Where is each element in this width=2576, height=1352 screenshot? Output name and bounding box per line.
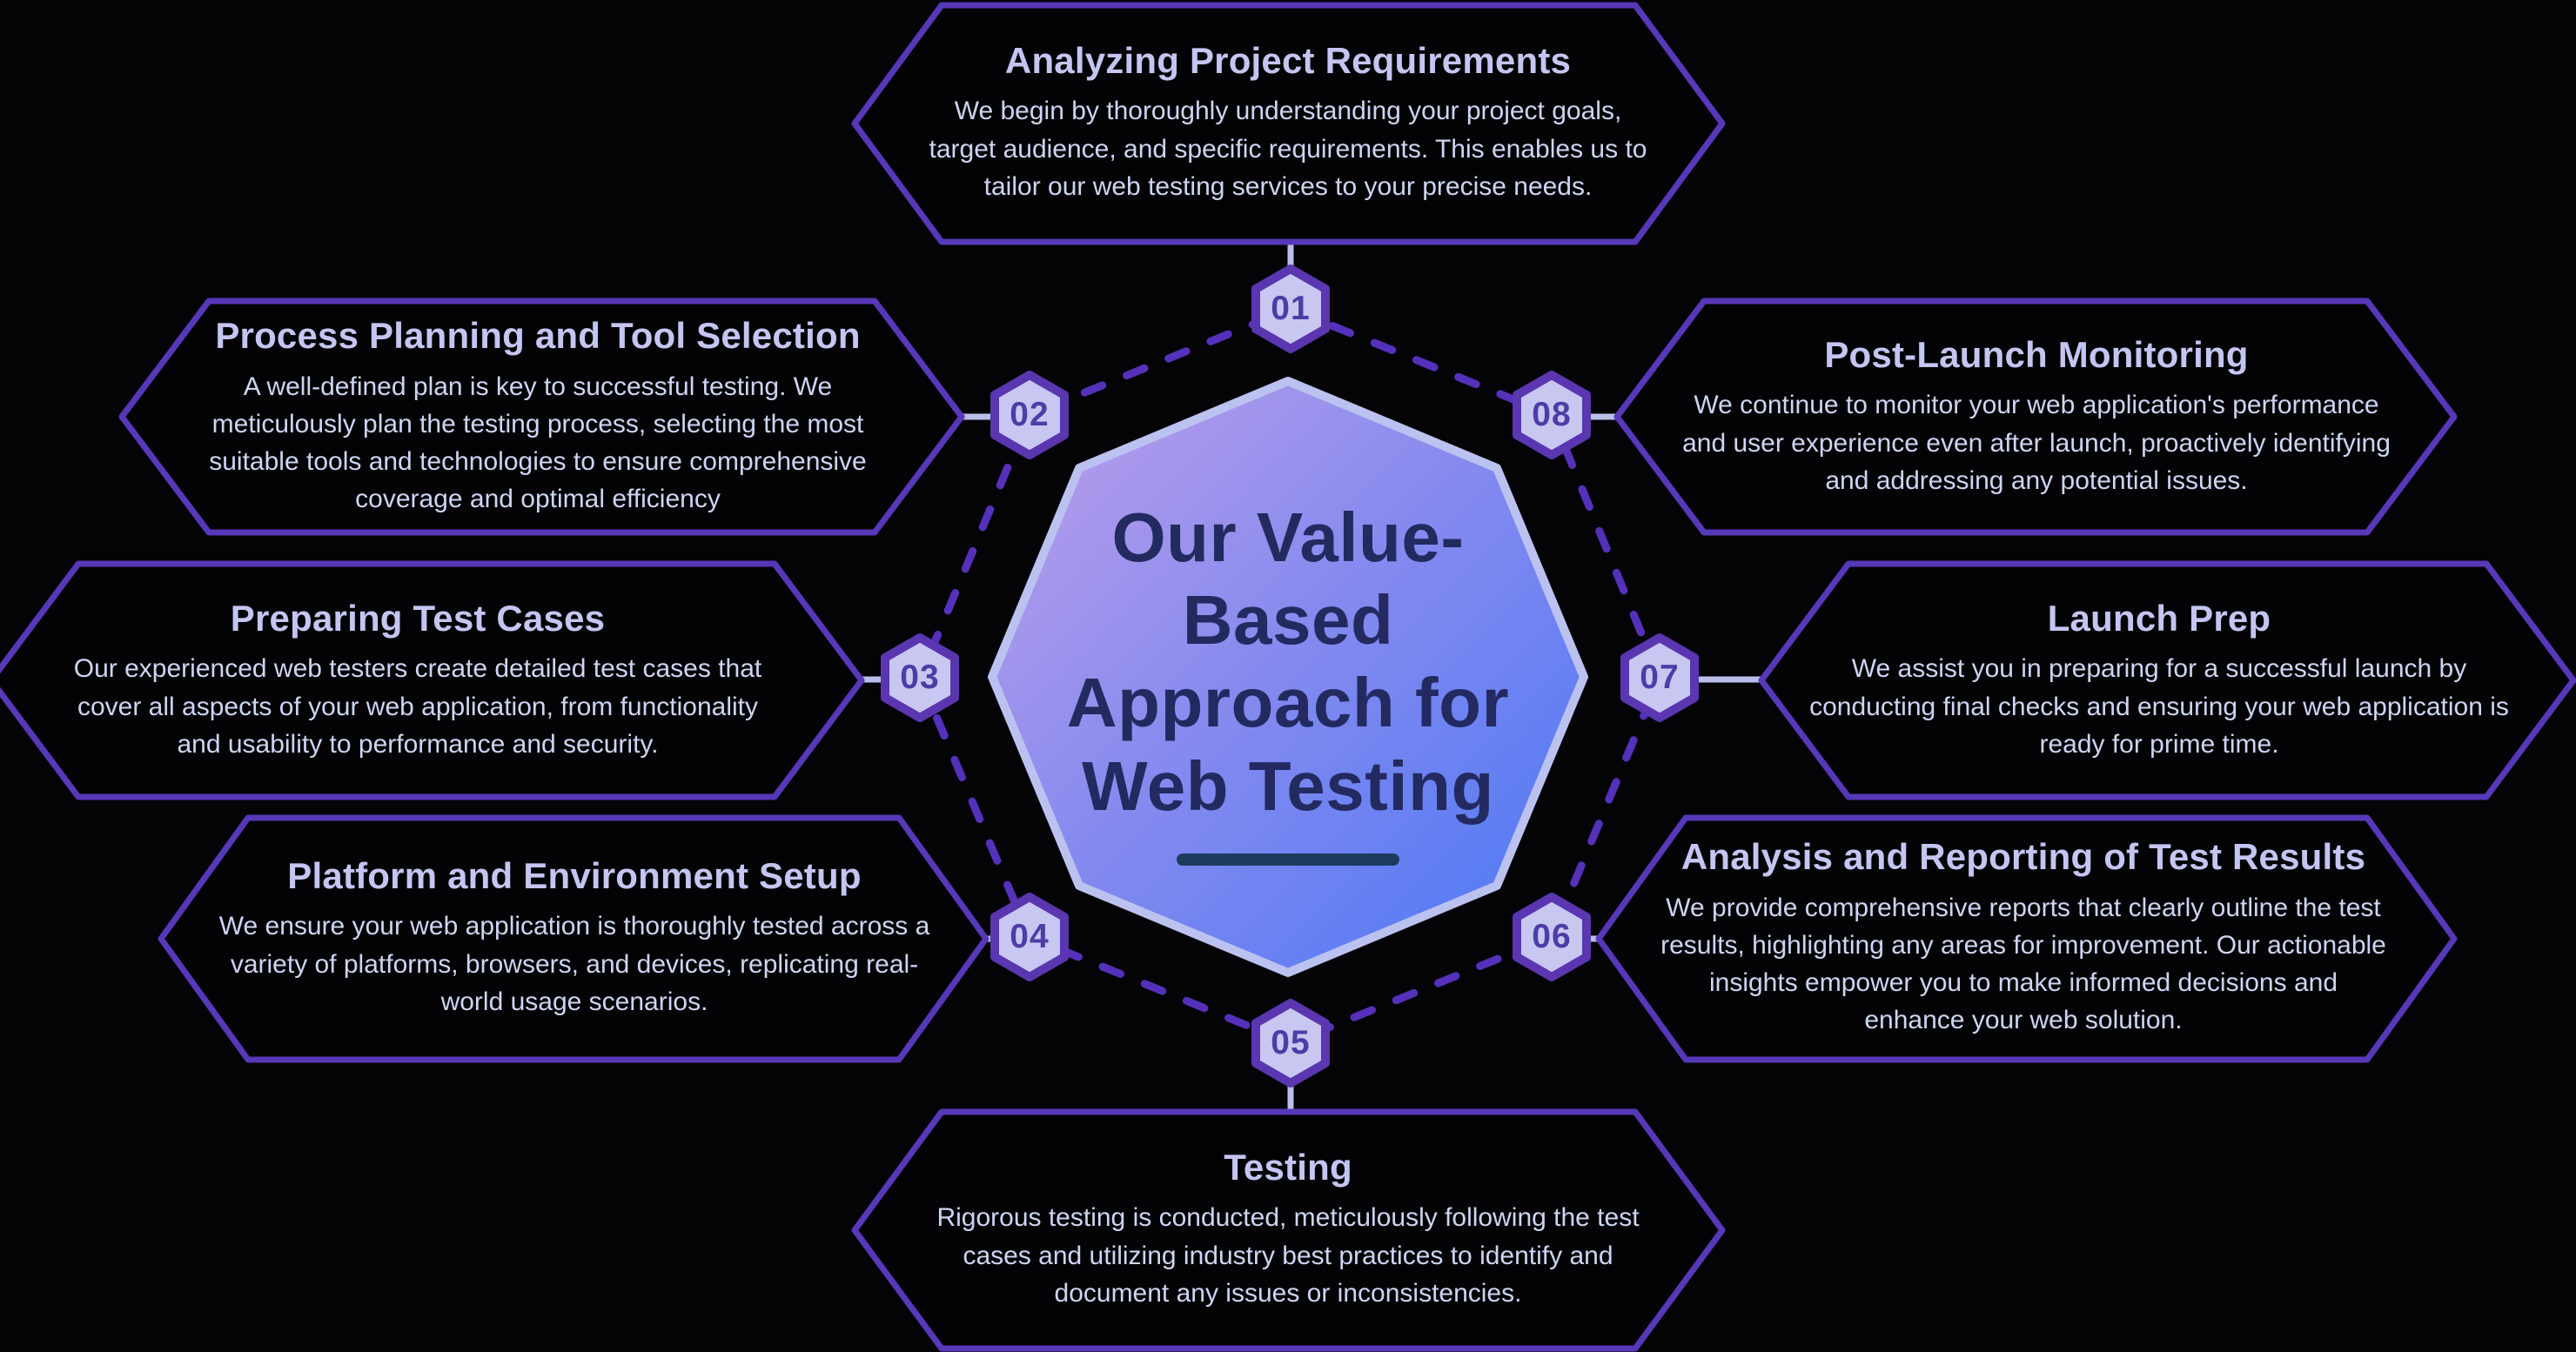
- step-title: Platform and Environment Setup: [287, 855, 862, 897]
- step-box-01: Analyzing Project Requirements We begin …: [927, 9, 1649, 237]
- step-description: We assist you in preparing for a success…: [1809, 654, 2509, 759]
- center-title-line: Approach for: [1066, 664, 1510, 742]
- step-box-shape-02: [118, 298, 965, 536]
- step-box-03: Preparing Test Cases Our experienced web…: [57, 567, 779, 793]
- step-box-shape-03: [0, 560, 865, 800]
- step-number-badge-06: 06: [1532, 918, 1572, 955]
- step-badge-shape-03: [881, 633, 959, 722]
- step-box-shape-06: [1595, 814, 2458, 1063]
- step-box-shape-08: [1613, 298, 2458, 536]
- center-title-line: Web Testing: [1082, 746, 1494, 825]
- center-octagon-shape: [988, 377, 1588, 977]
- step-number-badge-05: 05: [1271, 1024, 1311, 1061]
- center-title-line: Our Value-: [1111, 499, 1465, 576]
- step-box-04: Platform and Environment Setup We ensure…: [213, 821, 936, 1054]
- step-box-shape-04: [158, 814, 989, 1063]
- step-badge-shape-05: [1251, 999, 1330, 1088]
- step-box-05: Testing Rigorous testing is conducted, m…: [927, 1115, 1649, 1343]
- step-badge-shape-06: [1513, 893, 1591, 981]
- step-description: We ensure your web application is thorou…: [218, 912, 930, 1016]
- step-box-shape-01: [851, 2, 1726, 245]
- step-title: Post-Launch Monitoring: [1824, 334, 2249, 376]
- step-description: We continue to monitor your web applicat…: [1682, 391, 2391, 495]
- center-underline: [1177, 853, 1399, 866]
- step-number-badge-03: 03: [900, 659, 940, 696]
- step-title: Preparing Test Cases: [230, 598, 606, 639]
- step-number-badge-04: 04: [1010, 918, 1050, 955]
- center-title: Our Value- Based Approach for Web Testin…: [992, 496, 1584, 866]
- step-number-badge-07: 07: [1640, 659, 1680, 696]
- step-box-08: Post-Launch Monitoring We continue to mo…: [1681, 305, 2392, 529]
- step-description: Rigorous testing is conducted, meticulou…: [936, 1203, 1640, 1308]
- step-badge-shape-07: [1620, 633, 1699, 722]
- step-title: Analysis and Reporting of Test Results: [1680, 836, 2366, 878]
- step-description: A well-defined plan is key to successful…: [209, 371, 867, 514]
- step-title: Testing: [1224, 1147, 1352, 1188]
- step-title: Analyzing Project Requirements: [1004, 40, 1572, 82]
- step-number-badge-02: 02: [1010, 396, 1050, 433]
- step-box-shape-05: [851, 1108, 1726, 1352]
- step-description: We provide comprehensive reports that cl…: [1660, 893, 2386, 1035]
- step-box-06: Analysis and Reporting of Test Results W…: [1660, 821, 2386, 1054]
- step-badge-shape-02: [990, 371, 1069, 459]
- step-badge-shape-01: [1251, 264, 1330, 353]
- step-badge-shape-08: [1513, 371, 1591, 459]
- step-number-badge-08: 08: [1532, 396, 1572, 433]
- step-box-07: Launch Prep We assist you in preparing f…: [1808, 567, 2510, 793]
- step-number-badge-01: 01: [1271, 290, 1311, 327]
- step-box-shape-07: [1758, 560, 2576, 800]
- step-title: Process Planning and Tool Selection: [215, 315, 861, 357]
- step-description: We begin by thoroughly understanding you…: [929, 97, 1647, 201]
- center-title-line: Based: [1182, 581, 1394, 659]
- step-badge-shape-04: [990, 893, 1069, 981]
- step-title: Launch Prep: [2047, 598, 2271, 639]
- step-description: Our experienced web testers create detai…: [73, 654, 762, 759]
- step-box-02: Process Planning and Tool Selection A we…: [187, 305, 889, 529]
